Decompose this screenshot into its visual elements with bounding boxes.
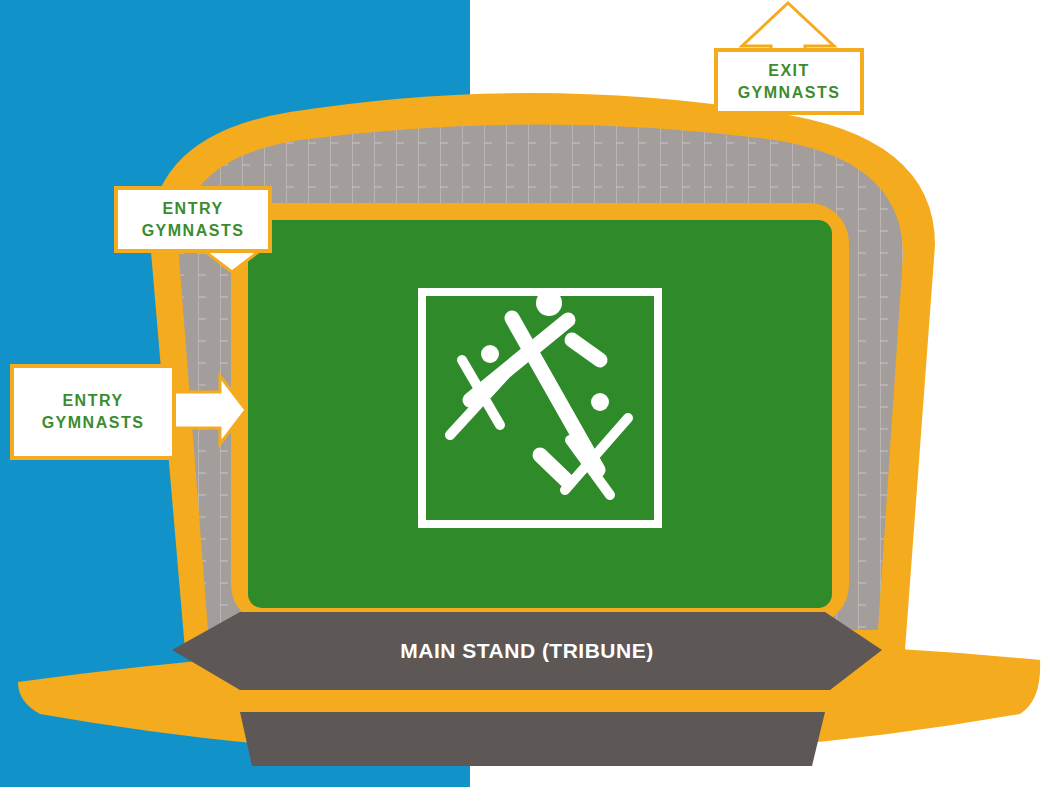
gymnastics-emblem <box>422 290 658 524</box>
lower-stand <box>240 712 825 766</box>
exit-callout: EXIT GYMNASTS <box>714 48 864 115</box>
entry-arrow <box>170 376 246 444</box>
stands <box>178 124 903 630</box>
entry-callout: ENTRY GYMNASTS <box>10 364 176 460</box>
stand-label: MAIN STAND (TRIBUNE) <box>400 639 653 663</box>
stadium-outline <box>150 93 935 650</box>
field <box>248 220 832 608</box>
track <box>231 203 849 625</box>
callout-text: ENTRY GYMNASTS <box>42 390 145 433</box>
callout-text: EXIT GYMNASTS <box>738 60 841 103</box>
main-stand-band: MAIN STAND (TRIBUNE) <box>172 612 882 690</box>
entry-callout: ENTRY GYMNASTS <box>114 186 272 253</box>
callout-text: ENTRY GYMNASTS <box>142 198 245 241</box>
